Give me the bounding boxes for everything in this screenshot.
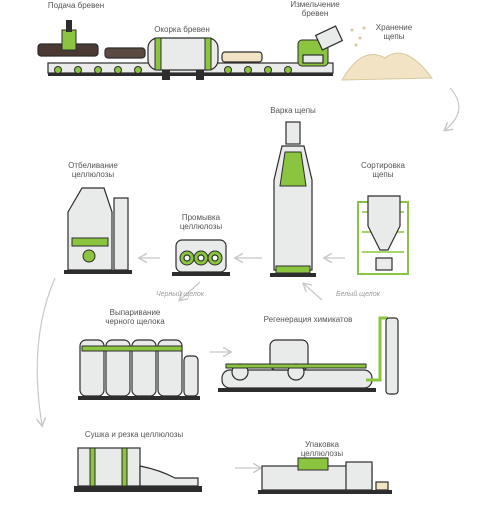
chip-pile <box>341 26 433 81</box>
screening-unit <box>357 195 409 275</box>
arrow-storage-to-cooking <box>445 87 460 130</box>
washers <box>172 239 230 276</box>
drying-machine <box>74 447 202 492</box>
arrow-white-liquor <box>304 284 323 301</box>
arrow-bleaching-to-drying <box>37 277 56 425</box>
bleaching-towers <box>64 187 132 274</box>
digester <box>270 121 316 277</box>
label-black-liquor: Черный щелок <box>156 290 205 298</box>
label-debarking: Окорка бревен <box>154 25 210 34</box>
chipper <box>297 25 344 67</box>
label-log-feed: Подача бревен <box>48 1 104 10</box>
label-drying: Сушка и резка целлюлозы <box>85 430 184 439</box>
debarking-drum <box>147 37 263 80</box>
label-cooking: Варка щепы <box>270 106 316 115</box>
arrow-black-liquor <box>180 281 201 300</box>
recovery-plant <box>218 316 399 395</box>
evaporators <box>78 339 200 400</box>
label-white-liquor: Белый щелок <box>336 290 381 298</box>
label-regeneration: Регенерация химикатов <box>264 315 353 324</box>
packing-line <box>258 457 392 494</box>
